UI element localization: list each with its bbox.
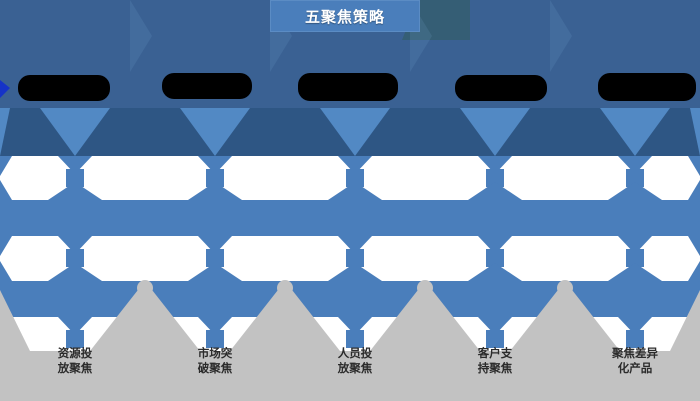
- column-node-squares-row1: [66, 169, 644, 187]
- top-label-redaction-4: [455, 75, 547, 101]
- column-node-squares-row2: [66, 249, 644, 267]
- top-label-redaction-1: [18, 75, 110, 101]
- top-label-redaction-5: [598, 73, 696, 101]
- bottom-gray-area: [0, 280, 700, 401]
- column-node-squares-row3: [66, 330, 644, 348]
- diagram-title-box: 五聚焦策略: [270, 0, 420, 32]
- top-label-redaction-2: [162, 73, 252, 99]
- bottom-label-column-5: 聚焦差异 化产品: [612, 346, 658, 375]
- band-white-2: [0, 236, 700, 281]
- bottom-label-column-2: 市场突 破聚焦: [197, 346, 233, 375]
- left-arrow-marker: [0, 80, 10, 98]
- bottom-label-column-3: 人员投 放聚焦: [337, 346, 373, 375]
- bottom-label-column-4: 客户支 持聚焦: [477, 346, 513, 375]
- band-header-dark: [0, 108, 700, 156]
- bottom-label-column-1: 资源投 放聚焦: [57, 346, 93, 375]
- diagram-title-text: 五聚焦策略: [304, 7, 385, 26]
- top-label-redaction-3: [298, 73, 398, 101]
